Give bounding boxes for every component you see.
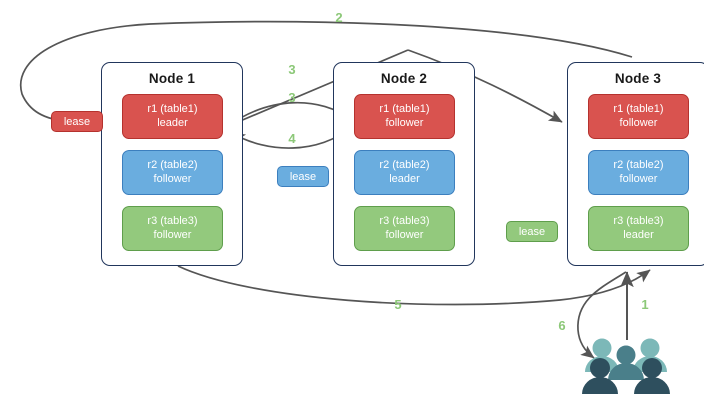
step-label-3a: 3: [288, 62, 296, 77]
step-label-6: 6: [558, 318, 566, 333]
step-label-5: 5: [394, 297, 402, 312]
replica-role: leader: [623, 228, 654, 241]
node-title-node3: Node 3: [614, 71, 662, 86]
replica-name: r1 (table1): [613, 103, 664, 115]
replica-name: r3 (table3): [613, 215, 664, 227]
arrow-step-6: [577, 271, 627, 359]
replica-node2-r1[interactable]: r1 (table1) follower: [354, 94, 455, 139]
step-label-3b: 3: [288, 90, 296, 105]
replica-name: r1 (table1): [147, 103, 198, 115]
replica-role: follower: [385, 116, 424, 129]
arrow-step-5: [177, 265, 651, 306]
node-container-node3[interactable]: Node 3 r1 (table1) follower r2 (table2) …: [567, 62, 704, 266]
replica-node2-r3[interactable]: r3 (table3) follower: [354, 206, 455, 251]
replica-name: r3 (table3): [379, 215, 430, 227]
replica-name: r2 (table2): [379, 159, 430, 171]
replica-node1-r3[interactable]: r3 (table3) follower: [122, 206, 223, 251]
node-title-node2: Node 2: [380, 71, 428, 86]
replica-node3-r2[interactable]: r2 (table2) follower: [588, 150, 689, 195]
node-container-node2[interactable]: Node 2 r1 (table1) follower r2 (table2) …: [333, 62, 475, 266]
lease-badge-r3[interactable]: lease: [506, 221, 558, 242]
replica-node3-r3[interactable]: r3 (table3) leader: [588, 206, 689, 251]
replica-role: follower: [153, 228, 192, 241]
replica-name: r2 (table2): [613, 159, 664, 171]
replica-name: r2 (table2): [147, 159, 198, 171]
arrow-step-2: [19, 20, 633, 127]
replica-role: follower: [619, 172, 658, 185]
replica-name: r1 (table1): [379, 103, 430, 115]
replica-role: leader: [157, 116, 188, 129]
node-title-node1: Node 1: [148, 71, 196, 86]
lease-badge-r2[interactable]: lease: [277, 166, 329, 187]
step-label-2: 2: [335, 10, 343, 25]
replica-role: follower: [385, 228, 424, 241]
node-container-node1[interactable]: Node 1 r1 (table1) leader r2 (table2) fo…: [101, 62, 243, 266]
step-label-1: 1: [641, 297, 649, 312]
replica-name: r3 (table3): [147, 215, 198, 227]
arrow-step-3-to-node3: [407, 49, 563, 123]
step-label-4: 4: [288, 131, 296, 146]
replica-node1-r2[interactable]: r2 (table2) follower: [122, 150, 223, 195]
replica-role: leader: [389, 172, 420, 185]
replica-role: follower: [619, 116, 658, 129]
replica-node2-r2[interactable]: r2 (table2) leader: [354, 150, 455, 195]
replica-node3-r1[interactable]: r1 (table1) follower: [588, 94, 689, 139]
replica-role: follower: [153, 172, 192, 185]
replica-node1-r1[interactable]: r1 (table1) leader: [122, 94, 223, 139]
